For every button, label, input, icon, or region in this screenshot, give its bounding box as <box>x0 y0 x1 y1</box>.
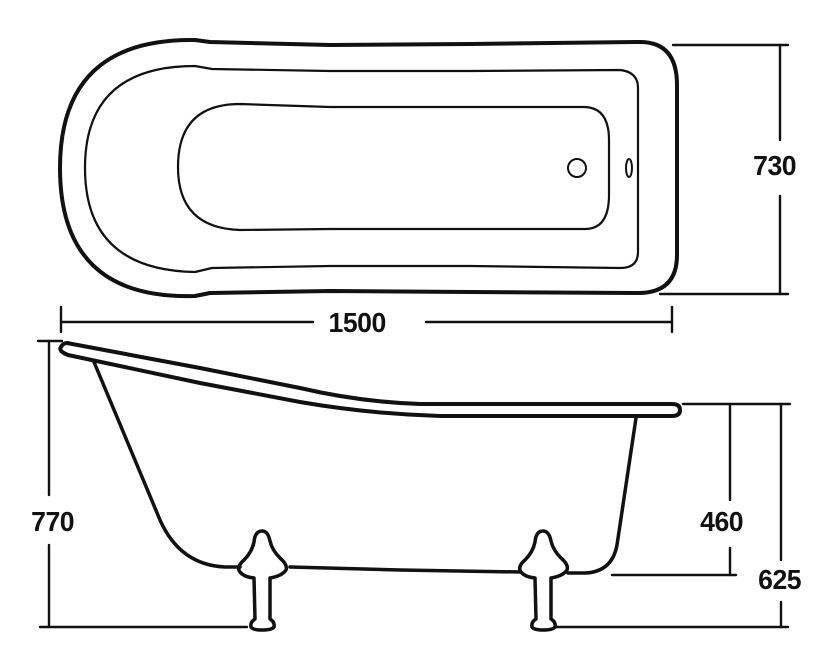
tub-depth-dimension-label: 460 <box>700 506 744 537</box>
tub-base <box>288 565 522 574</box>
side-elevation <box>58 341 682 632</box>
overall-height-dimension-line <box>36 339 249 629</box>
rim-height-dimension-line <box>553 402 790 629</box>
overflow-icon <box>625 158 633 178</box>
rim-height-dimension-label: 625 <box>758 564 802 595</box>
plan-view <box>58 37 679 299</box>
claw-foot-right <box>517 529 570 632</box>
plan-outer-rim <box>58 37 679 299</box>
plan-basin <box>176 102 611 232</box>
tub-depth-dimension-line <box>610 402 792 577</box>
width-dimension-label: 730 <box>753 150 797 181</box>
waste-hole-icon <box>567 158 587 178</box>
overall-height-dimension-label: 770 <box>31 506 75 537</box>
rim-profile <box>58 341 682 418</box>
claw-foot-left <box>236 529 289 632</box>
width-dimension-line <box>658 43 790 296</box>
tub-body-right <box>566 416 638 575</box>
length-dimension-label: 1500 <box>328 307 386 338</box>
tub-body <box>92 360 242 569</box>
plan-inner-rim <box>83 64 640 274</box>
length-dimension-line <box>59 305 674 334</box>
